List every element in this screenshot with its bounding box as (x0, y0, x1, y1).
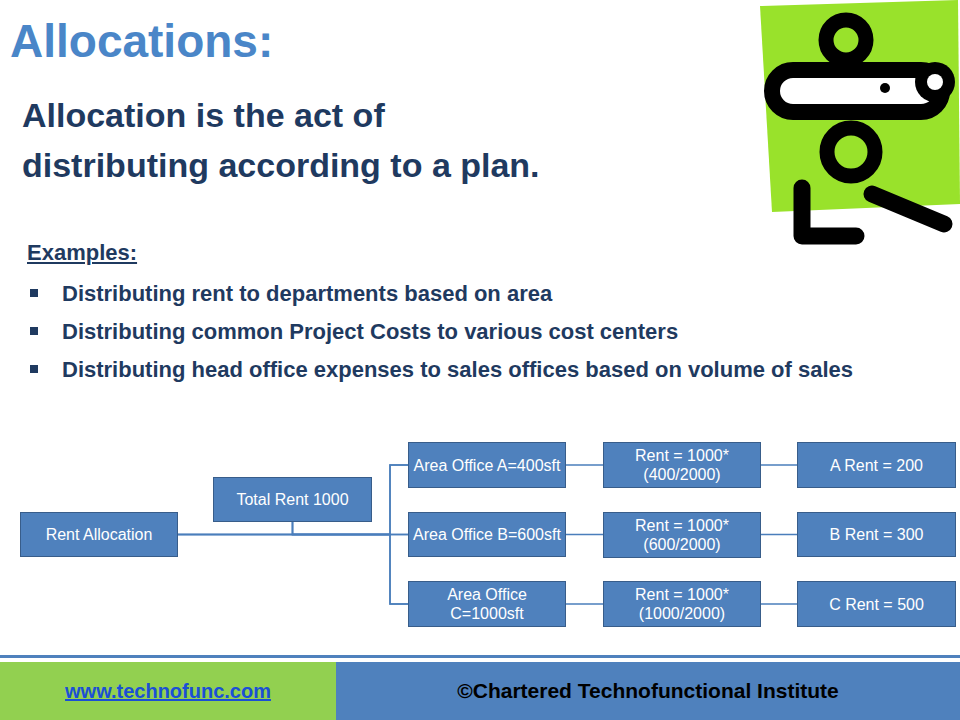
connector-line (566, 603, 603, 605)
logo-eye (915, 62, 955, 102)
logo (760, 0, 960, 236)
slide-title: Allocations: (10, 14, 273, 68)
box-label: B Rent = 300 (830, 525, 924, 544)
box-label: Area Office C=1000sft (413, 585, 561, 623)
box-label: Rent = 1000*(600/2000) (608, 516, 756, 554)
logo-eye-center (927, 74, 943, 90)
footer-copyright: ©Chartered Technofunctional Institute (336, 677, 960, 705)
connector-line (761, 603, 797, 605)
box-label: C Rent = 500 (829, 595, 924, 614)
footer-blue-band (336, 662, 960, 720)
area-box: Area Office C=1000sft (408, 581, 566, 627)
connector-line (178, 535, 408, 605)
logo-leg (802, 188, 856, 236)
logo-leg (872, 194, 944, 224)
root-box: Rent Allocation (20, 512, 178, 557)
connector-line (293, 522, 409, 604)
connector-line (566, 464, 603, 466)
connector-line (761, 534, 797, 536)
bullet-item: Distributing rent to departments based o… (62, 277, 942, 310)
connector-line (293, 522, 409, 535)
total-box: Total Rent 1000 (213, 477, 372, 522)
area-box: Area Office B=600sft (408, 512, 566, 557)
result-box: A Rent = 200 (797, 442, 956, 488)
logo-square (760, 0, 960, 212)
bullet-item: Distributing common Project Costs to var… (62, 315, 942, 348)
section-heading: Examples: (27, 238, 327, 268)
footer-green-band (0, 662, 336, 720)
footer-rule (0, 655, 960, 658)
connector-line (566, 534, 603, 536)
box-label: Rent Allocation (46, 525, 153, 544)
footer (0, 655, 960, 720)
logo-head-ring (826, 20, 866, 60)
formula-box: Rent = 1000*(400/2000) (603, 442, 761, 488)
result-box: B Rent = 300 (797, 512, 956, 557)
bullet-item: Distributing head office expenses to sal… (62, 353, 942, 386)
box-label: A Rent = 200 (830, 456, 923, 475)
box-label: Rent = 1000*(400/2000) (608, 446, 756, 484)
formula-box: Rent = 1000*(600/2000) (603, 512, 761, 558)
logo-dot (880, 83, 890, 93)
box-label: Area Office B=600sft (413, 525, 561, 544)
box-label: Rent = 1000*(1000/2000) (608, 585, 756, 623)
box-label: Total Rent 1000 (236, 490, 348, 509)
subtitle: Allocation is the act of distributing ac… (22, 90, 722, 190)
result-box: C Rent = 500 (797, 581, 956, 627)
connector-line (761, 464, 797, 466)
area-box: Area Office A=400sft (408, 442, 566, 488)
formula-box: Rent = 1000*(1000/2000) (603, 581, 761, 627)
box-label: Area Office A=400sft (414, 456, 561, 475)
footer-link: www.technofunc.com (0, 678, 336, 704)
logo-lower-ring (827, 128, 875, 176)
